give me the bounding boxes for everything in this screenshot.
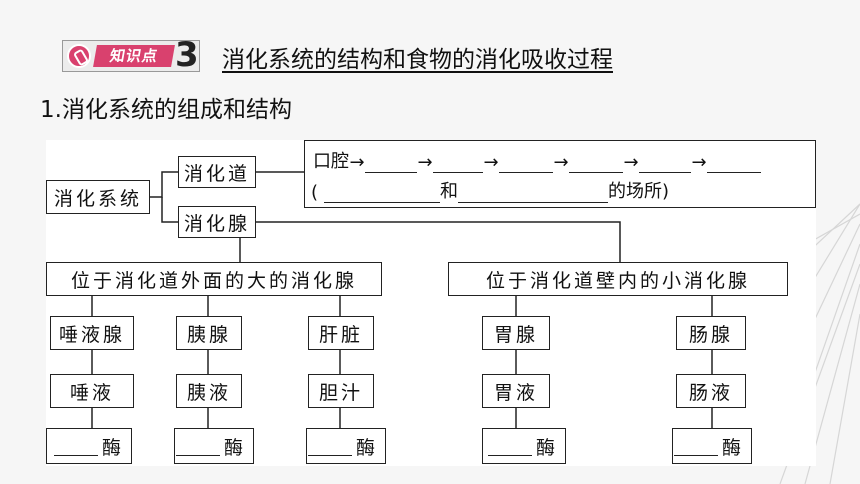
juice-box: 胃液 xyxy=(482,374,550,408)
topic-badge: 知识点 3 xyxy=(62,35,200,75)
gland-box: 胰腺 xyxy=(176,316,242,350)
blank-field[interactable] xyxy=(499,152,553,173)
gland-box: 肝脏 xyxy=(308,316,374,350)
enzyme-box: 酶 xyxy=(306,428,386,464)
flow-row: 口腔 → → → → → → xyxy=(313,147,761,173)
small-glands-box: 位于消化道壁内的小消化腺 xyxy=(448,262,788,296)
badge-label: 知识点 xyxy=(93,45,175,67)
function-suffix: 的场所) xyxy=(608,181,670,202)
arrow-icon: → xyxy=(623,152,639,173)
enzyme-box: 酶 xyxy=(482,428,566,464)
juice-box: 胆汁 xyxy=(308,374,374,408)
arrow-icon: → xyxy=(553,152,569,173)
enzyme-box: 酶 xyxy=(672,428,752,464)
conjunction-and: 和 xyxy=(440,181,459,202)
juice-box: 唾液 xyxy=(50,374,134,408)
function-row: ( 和 的场所) xyxy=(311,177,669,203)
enzyme-label: 酶 xyxy=(101,436,123,459)
blank-field[interactable] xyxy=(487,437,532,456)
gland-box: 肠腺 xyxy=(676,316,746,350)
paren-open: ( xyxy=(311,182,319,203)
gland-box: 唾液腺 xyxy=(50,316,134,350)
tract-box: 消化道 xyxy=(178,156,256,188)
flow-start: 口腔 xyxy=(313,151,349,172)
enzyme-label: 酶 xyxy=(355,436,377,459)
section-title: 消化系统的结构和食物的消化吸收过程 xyxy=(222,47,613,73)
blank-field[interactable] xyxy=(673,437,718,456)
arrow-icon: → xyxy=(483,152,499,173)
enzyme-box: 酶 xyxy=(46,428,132,464)
tract-flow-box: 口腔 → → → → → → ( 和 的场所) xyxy=(304,140,816,208)
juice-box: 胰液 xyxy=(176,374,242,408)
enzyme-label: 酶 xyxy=(721,436,743,459)
glands-box: 消化腺 xyxy=(178,206,256,238)
arrow-icon: → xyxy=(691,152,707,173)
enzyme-label: 酶 xyxy=(223,436,245,459)
blank-field[interactable] xyxy=(175,437,220,456)
blank-field[interactable] xyxy=(324,182,441,203)
large-glands-box: 位于消化道外面的大的消化腺 xyxy=(46,262,382,296)
blank-field[interactable] xyxy=(458,182,609,203)
juice-box: 肠液 xyxy=(676,374,746,408)
blank-field[interactable] xyxy=(433,152,483,173)
enzyme-label: 酶 xyxy=(535,436,557,459)
root-box: 消化系统 xyxy=(46,180,150,214)
pen-icon xyxy=(67,44,91,68)
badge-number: 3 xyxy=(175,35,199,75)
blank-field[interactable] xyxy=(639,152,691,173)
blank-field[interactable] xyxy=(365,152,417,173)
digestive-system-diagram: 消化系统 消化道 消化腺 口腔 → → → → → → ( 和 的场所) 位于消… xyxy=(46,140,816,466)
blank-field[interactable] xyxy=(307,437,352,456)
arrow-icon: → xyxy=(349,152,365,173)
blank-field[interactable] xyxy=(53,437,98,456)
subsection-title: 1.消化系统的组成和结构 xyxy=(40,97,292,123)
gland-box: 胃腺 xyxy=(482,316,550,350)
enzyme-box: 酶 xyxy=(174,428,254,464)
connector-lines xyxy=(91,171,713,428)
arrow-icon: → xyxy=(417,152,433,173)
blank-field[interactable] xyxy=(707,152,761,173)
blank-field[interactable] xyxy=(569,152,623,173)
